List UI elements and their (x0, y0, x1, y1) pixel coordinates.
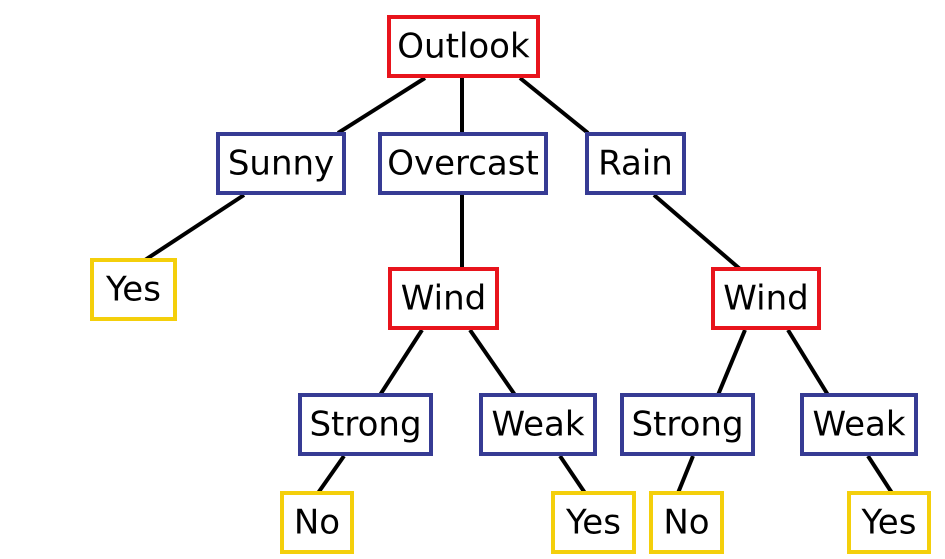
node-rain: Rain (585, 132, 686, 195)
edge-rain-wind (652, 193, 742, 271)
node-wind-overcast-box (388, 267, 499, 330)
edge-outlook-rain (518, 76, 590, 135)
node-no-overcast-label: No (294, 503, 340, 543)
node-no-rain: No (649, 491, 724, 554)
node-strong-rain-label: Strong (631, 405, 743, 445)
edge-strong-no-rain (676, 455, 695, 494)
edge-weak-yes-rain (866, 454, 894, 495)
edge-weak-yes-overcast (558, 454, 587, 495)
node-outlook: Outlook (387, 15, 540, 78)
node-weak-rain: Weak (800, 393, 918, 456)
node-strong-overcast-box (298, 393, 433, 456)
node-sunny-label: Sunny (228, 144, 334, 184)
node-wind-rain-label: Wind (723, 279, 808, 319)
node-sunny: Sunny (216, 132, 346, 195)
node-wind-overcast: Wind (388, 267, 499, 330)
tree-edges (143, 76, 894, 495)
node-yes-overcast: Yes (551, 491, 636, 554)
node-outlook-label: Outlook (397, 27, 530, 67)
node-weak-rain-box (800, 393, 918, 456)
node-strong-overcast-label: Strong (309, 405, 421, 445)
node-yes-rain: Yes (847, 491, 931, 554)
node-yes-sunny-box (90, 258, 177, 321)
node-no-rain-label: No (663, 503, 709, 543)
edge-wind-weak-rain (786, 328, 830, 397)
edge-sunny-yes (143, 193, 246, 262)
node-yes-overcast-box (551, 491, 636, 554)
node-rain-label: Rain (598, 144, 673, 184)
node-yes-sunny-label: Yes (105, 270, 161, 310)
node-overcast-label: Overcast (387, 144, 539, 184)
node-wind-overcast-label: Wind (401, 279, 486, 319)
node-wind-rain-box (711, 267, 821, 330)
node-weak-overcast: Weak (479, 393, 597, 456)
node-overcast: Overcast (378, 132, 548, 195)
node-sunny-box (216, 132, 346, 195)
node-yes-rain-label: Yes (861, 503, 917, 543)
node-no-overcast-box (280, 491, 354, 554)
node-wind-rain: Wind (711, 267, 821, 330)
node-rain-box (585, 132, 686, 195)
node-yes-sunny: Yes (90, 258, 177, 321)
node-yes-overcast-label: Yes (565, 503, 621, 543)
node-weak-rain-label: Weak (812, 405, 905, 445)
node-no-overcast: No (280, 491, 354, 554)
edge-wind-strong-overcast (378, 328, 424, 397)
node-no-rain-box (649, 491, 724, 554)
node-overcast-box (378, 132, 548, 195)
edge-wind-weak-overcast (468, 328, 517, 397)
edge-strong-no-overcast (316, 454, 346, 495)
node-weak-overcast-box (479, 393, 597, 456)
node-strong-rain-box (620, 393, 755, 456)
node-yes-rain-box (847, 491, 931, 554)
node-strong-overcast: Strong (298, 393, 433, 456)
node-weak-overcast-label: Weak (491, 405, 584, 445)
edge-outlook-sunny (336, 76, 427, 135)
node-outlook-box (387, 15, 540, 78)
node-strong-rain: Strong (620, 393, 755, 456)
edge-wind-strong-rain (716, 329, 747, 396)
